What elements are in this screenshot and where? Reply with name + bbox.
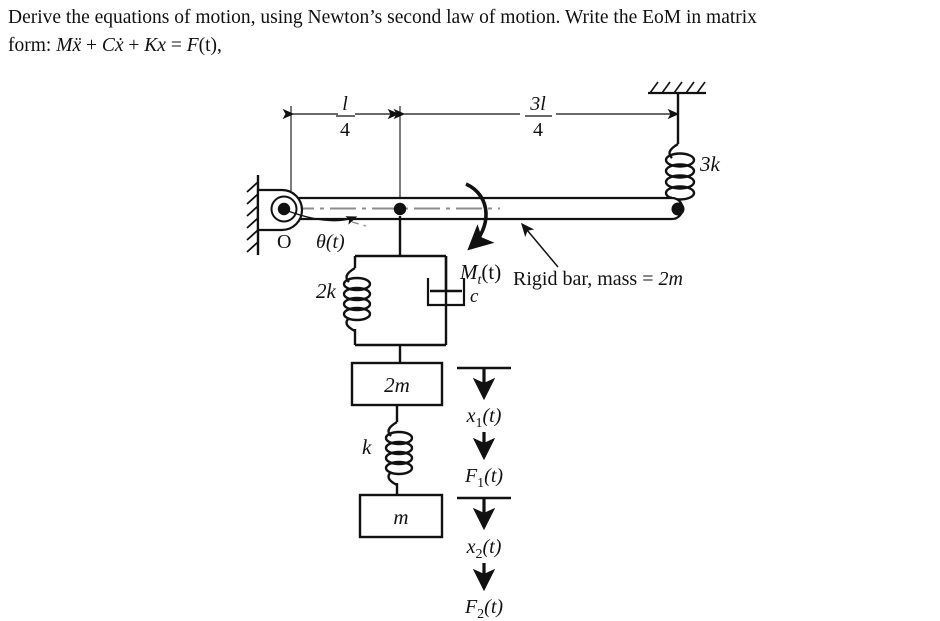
- eq-xddot: ẍ: [72, 35, 82, 56]
- dashpot-cylinder: [426, 278, 466, 307]
- spring-label-3k: 3k: [699, 152, 721, 176]
- eq-M: M: [56, 35, 73, 56]
- label-x2: x2(t): [466, 536, 502, 562]
- rigid-bar-callout: Rigid bar, mass = 2m: [513, 222, 683, 290]
- dimension-3l-over-4: 3l 4: [393, 93, 680, 141]
- label-x1: x1(t): [466, 405, 502, 431]
- mass-block-2m: 2m: [350, 361, 444, 407]
- label-F2-arg: (t): [484, 596, 503, 618]
- pivot-point: [277, 202, 291, 216]
- eq-plus-2: +: [123, 35, 145, 56]
- dimension-l-over-4: l 4: [282, 93, 400, 141]
- left-wall-support: [246, 175, 260, 255]
- dim-l4-numerator: l: [342, 93, 348, 115]
- mass-block-m: m: [358, 493, 444, 539]
- label-F2-sub: 2: [477, 607, 484, 621]
- eq-plus-1: +: [81, 35, 102, 56]
- dimension-extension-lines: [290, 106, 401, 198]
- label-x1-base: x: [466, 405, 476, 427]
- bar-right-pin: [671, 202, 685, 216]
- eq-K: K: [144, 35, 158, 56]
- pivot-bearing: O: [256, 188, 304, 253]
- figure-diagram: l 4 3l 4: [0, 70, 940, 621]
- eq-C: C: [101, 35, 115, 56]
- mass-label-2m: 2m: [384, 373, 410, 397]
- spring-coils-3k: [664, 152, 696, 201]
- dim-3l4-numerator: 3l: [529, 93, 546, 115]
- eq-x: x: [157, 35, 166, 56]
- moment-label-sub: t: [478, 273, 483, 288]
- dim-3l4-denominator: 4: [533, 119, 543, 141]
- spring-label-k: k: [362, 435, 372, 459]
- label-F1-base: F: [464, 465, 478, 487]
- label-x1-arg: (t): [483, 405, 502, 427]
- ceiling-support: [648, 81, 706, 95]
- rigid-bar-note: Rigid bar, mass = 2m: [513, 268, 683, 290]
- spring-coils-k: [384, 430, 414, 476]
- eq-equals: =: [165, 35, 187, 56]
- moment-label-arg: (t): [481, 260, 501, 284]
- matrix-equation: Mẍ + Cẋ + Kx = F(t),: [56, 35, 222, 56]
- label-F2: F2(t): [464, 596, 503, 621]
- prompt-line-2-lead: form:: [8, 35, 57, 56]
- pivot-label-O: O: [277, 231, 291, 253]
- rigid-bar-note-text: Rigid bar, mass =: [513, 268, 658, 290]
- rigid-bar: [256, 196, 685, 221]
- eq-xdot: ẋ: [114, 35, 124, 56]
- label-F1-arg: (t): [484, 465, 503, 487]
- problem-statement: Derive the equations of motion, using Ne…: [8, 4, 932, 60]
- moment-label: Mt(t): [459, 260, 501, 288]
- motion-column-1: x1(t) F1(t): [457, 366, 511, 491]
- eq-arg: (t),: [198, 35, 222, 56]
- rigid-bar-note-mass: 2m: [658, 268, 682, 290]
- damper-label-c: c: [470, 286, 479, 307]
- prompt-line-1: Derive the equations of motion, using Ne…: [8, 7, 757, 28]
- spring-k-assembly: k: [362, 405, 414, 495]
- label-F2-base: F: [464, 596, 478, 618]
- label-x2-base: x: [466, 536, 476, 558]
- spring-2k-assembly: 2k: [316, 256, 372, 345]
- label-x1-sub: 1: [476, 416, 483, 431]
- angle-label-theta: θ(t): [316, 231, 345, 253]
- angle-theta-indicator: θ(t): [287, 210, 367, 253]
- spring-damper-parallel-group: 2k c: [316, 216, 479, 363]
- eq-F: F: [186, 35, 199, 56]
- label-x2-arg: (t): [483, 536, 502, 558]
- label-x2-sub: 2: [476, 547, 483, 562]
- dim-l4-denominator: 4: [340, 119, 350, 141]
- diagram-svg: l 4 3l 4: [246, 81, 721, 621]
- spring-coils-2k: [342, 276, 372, 322]
- label-F1-sub: 1: [477, 476, 484, 491]
- mass-label-m: m: [393, 505, 408, 529]
- dashpot-assembly: c: [426, 256, 479, 345]
- spring-label-2k: 2k: [316, 279, 337, 303]
- motion-column-2: x2(t) F2(t): [457, 496, 511, 621]
- moment-label-base: M: [459, 260, 479, 284]
- bar-quarter-attachment-pin: [393, 202, 407, 216]
- label-F1: F1(t): [464, 465, 503, 491]
